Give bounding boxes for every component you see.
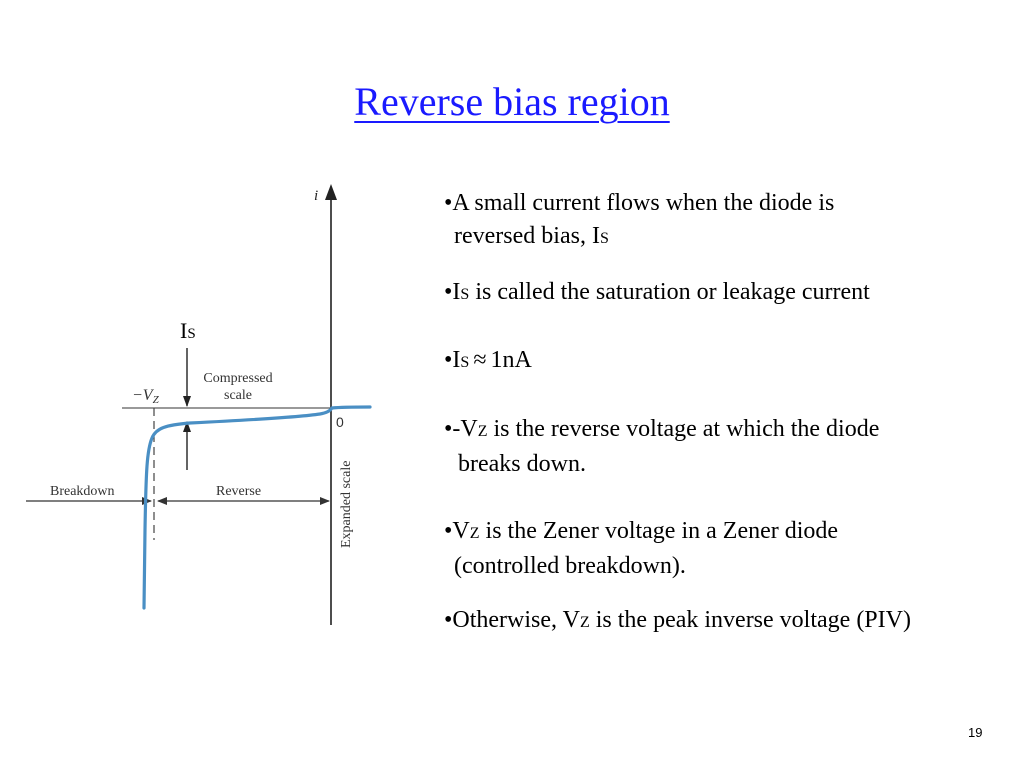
is-arrow-up-head-icon xyxy=(183,421,191,432)
is-label: IS xyxy=(180,318,196,343)
axis-label-i: i xyxy=(314,188,318,204)
bullet-text: •A small current flows when the diode is xyxy=(444,190,835,216)
iv-curve xyxy=(142,405,372,610)
bullet-is-approx: •IS≈1nA xyxy=(444,347,532,373)
bullet-saturation-current-flows: •A small current flows when the diode is… xyxy=(444,187,834,255)
minus-vz-label: −VZ xyxy=(132,387,160,406)
reverse-arrow-right-head-icon xyxy=(320,497,330,505)
reverse-bias-iv-diagram: i 0 −VZ Compressed scale Expanded scale … xyxy=(26,184,372,625)
slide-title: Reverse bias region xyxy=(354,79,670,124)
compressed-scale-label-2: scale xyxy=(224,388,252,403)
page-number: 19 xyxy=(968,725,983,740)
bullet-continuation: reversed bias, IS xyxy=(454,223,609,249)
expanded-scale-label: Expanded scale xyxy=(339,461,354,548)
bullet-piv: •Otherwise, VZ is the peak inverse volta… xyxy=(444,607,911,633)
is-arrow-down-head-icon xyxy=(183,396,191,407)
current-axis-arrow-icon xyxy=(325,184,337,200)
compressed-scale-label: Compressed xyxy=(203,371,272,386)
bullet-reverse-voltage: •-VZ is the reverse voltage at which the… xyxy=(444,416,880,477)
reverse-label: Reverse xyxy=(216,484,261,499)
bullet-leakage-current: •IS is called the saturation or leakage … xyxy=(444,279,870,305)
bullet-zener-voltage: •VZ is the Zener voltage in a Zener diod… xyxy=(444,518,839,579)
breakdown-label: Breakdown xyxy=(50,484,115,499)
reverse-arrow-left-head-icon xyxy=(157,497,167,505)
origin-label: 0 xyxy=(336,414,344,430)
